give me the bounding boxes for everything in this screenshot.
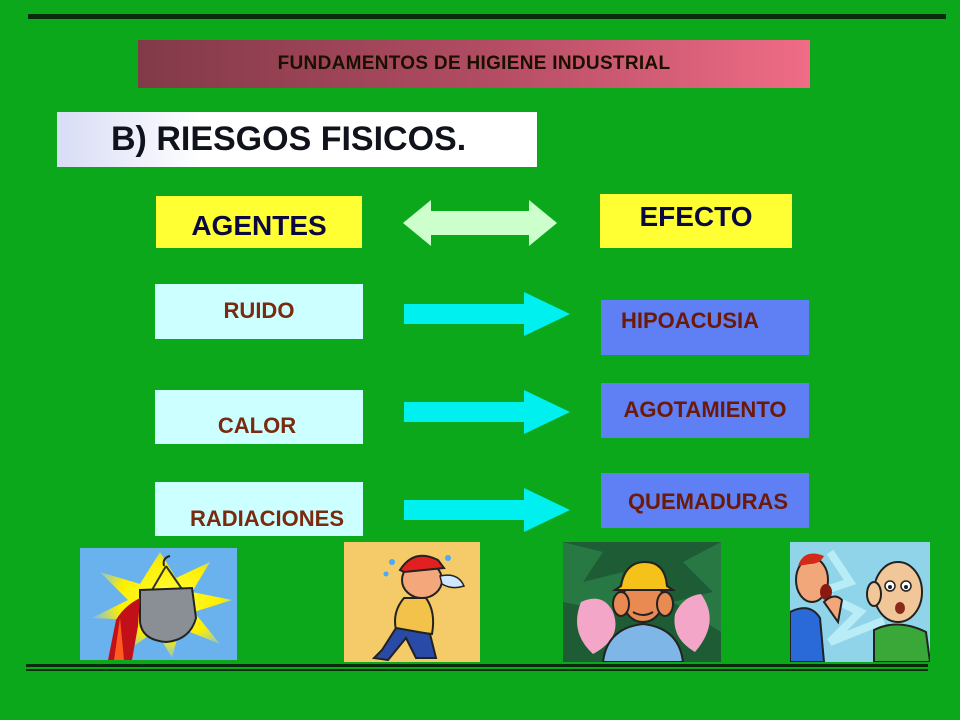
effect-header-label: EFECTO [639,201,753,232]
top-divider [28,14,946,19]
header-banner: FUNDAMENTOS DE HIGIENE INDUSTRIAL [138,40,810,88]
section-title: B) RIESGOS FISICOS. [111,120,467,158]
sweating-worker-icon [344,542,480,662]
arrow-right-icon [404,390,570,434]
agents-header-label: AGENTES [191,210,327,241]
agent-box-ruido: RUIDO [155,284,363,339]
section-title-box: B) RIESGOS FISICOS. [57,112,537,167]
effect-label: HIPOACUSIA [620,307,760,333]
molten-metal-ladle-icon [80,548,237,660]
effect-box-quemaduras: QUEMADURAS [601,473,809,528]
effect-label: QUEMADURAS [627,488,789,514]
agent-label: CALOR [217,413,297,438]
arrow-right-icon [404,488,570,532]
bottom-divider [26,664,928,667]
worker-covering-ears-icon [563,542,721,662]
agents-header: AGENTES [156,196,362,248]
effect-label: AGOTAMIENTO [623,396,787,422]
effect-box-hipoacusia: HIPOACUSIA [601,300,809,355]
bottom-divider-thin [26,669,928,671]
effect-box-agotamiento: AGOTAMIENTO [601,383,809,438]
agent-box-radiaciones: RADIACIONES [155,482,363,536]
agent-box-calor: CALOR [155,390,363,444]
people-shouting-icon [790,542,930,662]
effect-header: EFECTO [600,194,792,248]
agent-label: RUIDO [223,297,295,323]
arrow-right-icon [404,292,570,336]
header-title: FUNDAMENTOS DE HIGIENE INDUSTRIAL [277,53,671,74]
agent-label: RADIACIONES [189,506,344,531]
double-arrow-icon [403,200,557,246]
